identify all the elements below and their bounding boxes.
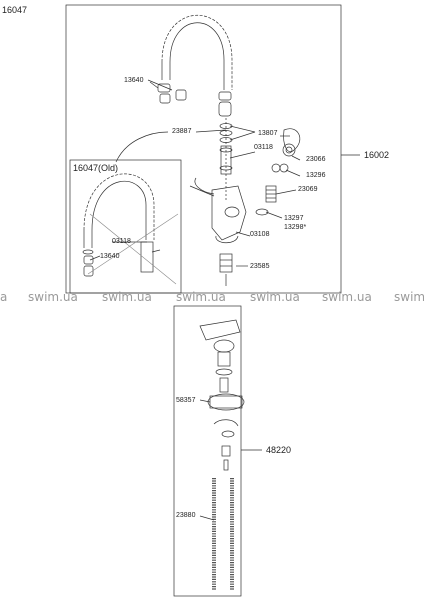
label-13807: 13807 (258, 130, 278, 137)
label-16047: 16047 (2, 5, 28, 15)
label-23066: 23066 (306, 156, 326, 163)
watermark-cut: swim (394, 290, 424, 304)
label-23069: 23069 (298, 186, 318, 193)
label-23887: 23887 (172, 128, 192, 135)
main-frame (65, 4, 342, 294)
label-48220: 48220 (266, 445, 292, 455)
watermark-4: swim.ua (250, 290, 300, 304)
label-13298: 13298* (284, 224, 307, 231)
label-13297: 13297 (284, 215, 304, 222)
cartridge-frame (173, 305, 242, 597)
watermark-2: swim.ua (102, 290, 152, 304)
label-58357: 58357 (176, 397, 196, 404)
label-23585: 23585 (250, 263, 270, 270)
spout-outline (169, 22, 225, 90)
label-03118-main: 03118 (254, 144, 273, 151)
old-spout-frame (69, 159, 182, 294)
label-03108: 03108 (250, 231, 270, 238)
watermark-3: swim.ua (176, 290, 226, 304)
label-13640-main: 13640 (124, 77, 144, 84)
watermark-1: swim.ua (28, 290, 78, 304)
watermark-fragment: a (0, 290, 8, 304)
label-16047-old: 16047(Old) (73, 163, 119, 173)
label-03118-old: 03118 (112, 238, 131, 245)
watermark-5: swim.ua (322, 290, 372, 304)
label-16002: 16002 (364, 150, 390, 160)
label-23880: 23880 (176, 512, 196, 519)
spout-outline-dashed (161, 14, 233, 90)
label-13296: 13296 (306, 172, 326, 179)
label-13640-old: 13640 (100, 253, 120, 260)
